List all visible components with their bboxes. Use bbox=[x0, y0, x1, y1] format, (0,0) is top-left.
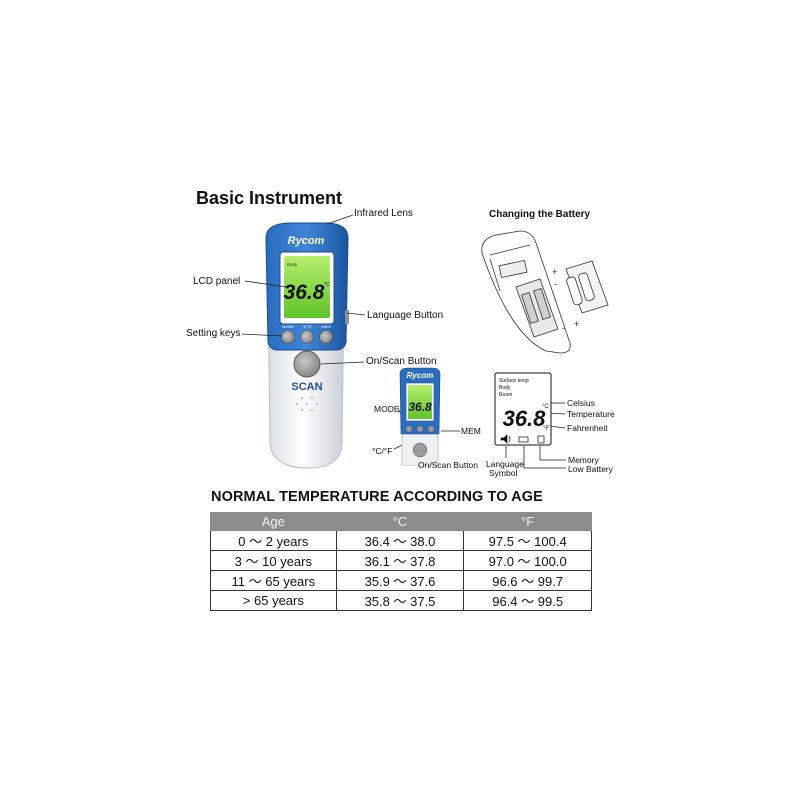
table-row: 3 ～ 10 years 36.1 ～ 37.8 97.0 ～ 100.0 bbox=[210, 550, 592, 571]
svg-text:Surface temp: Surface temp bbox=[499, 378, 529, 384]
setting-keys[interactable]: MODE °C °F MEM bbox=[281, 324, 333, 344]
table-cell: 0 ～ 2 years bbox=[210, 530, 337, 551]
table-cell: 97.5 ～ 100.4 bbox=[463, 530, 592, 551]
temperature-table: Age °C °F 0 ～ 2 years 36.4 ～ 38.0 97.5 ～… bbox=[210, 512, 592, 611]
svg-text:°C °F: °C °F bbox=[302, 324, 312, 329]
language-symbol-icon bbox=[500, 434, 511, 444]
table-cell: 96.6 ～ 99.7 bbox=[463, 570, 592, 591]
lcd-diagram-reading: 36.8 bbox=[503, 406, 547, 431]
svg-text:Body: Body bbox=[499, 385, 511, 391]
svg-text:-: - bbox=[562, 323, 565, 333]
svg-text:°F: °F bbox=[543, 426, 549, 432]
svg-text:+: + bbox=[552, 267, 557, 277]
low-battery-icon bbox=[518, 436, 529, 443]
on-scan-button-label-2: On/Scan Button bbox=[418, 460, 479, 470]
setting-keys-label: Setting keys bbox=[186, 328, 241, 339]
svg-text:+: + bbox=[574, 319, 579, 329]
header-celsius: °C bbox=[335, 512, 465, 531]
svg-text:Rycom: Rycom bbox=[407, 371, 434, 380]
table-title: NORMAL TEMPERATURE ACCORDING TO AGE bbox=[211, 489, 543, 505]
small-device-illustration: Rycom 36.8 bbox=[399, 367, 441, 466]
svg-text:Body: Body bbox=[287, 262, 298, 267]
thermometer-illustration: Rycom Body 36.8 °C MODE °C °F MEM SCAN bbox=[265, 222, 349, 469]
language-button-label: Language Button bbox=[367, 310, 444, 321]
lcd-panel-label: LCD panel bbox=[193, 276, 241, 287]
mem-label: MEM bbox=[461, 426, 481, 436]
scan-label: SCAN bbox=[291, 381, 322, 393]
brand-logo: Rycom bbox=[288, 235, 325, 247]
svg-text:-: - bbox=[554, 279, 557, 289]
table-header-row: Age °C °F bbox=[210, 512, 592, 531]
table-cell: 11 ～ 65 years bbox=[210, 570, 337, 591]
header-fahrenheit: °F bbox=[463, 512, 592, 531]
on-scan-button-label: On/Scan Button bbox=[366, 356, 437, 367]
table-cell: 36.1 ～ 37.8 bbox=[335, 550, 465, 571]
scan-button[interactable] bbox=[293, 350, 321, 378]
temperature-label: Temperature bbox=[567, 409, 615, 419]
lcd-diagram: Surface temp Body Room 36.8 °C °F bbox=[494, 372, 552, 446]
battery-section-title: Changing the Battery bbox=[489, 209, 591, 220]
c-f-label: °C/°F bbox=[372, 446, 393, 456]
infrared-lens-label: Infrared Lens bbox=[354, 208, 413, 219]
table-cell: 96.4 ～ 99.5 bbox=[463, 590, 592, 611]
table-row: 0 ～ 2 years 36.4 ～ 38.0 97.5 ～ 100.4 bbox=[210, 530, 592, 551]
svg-text:°C: °C bbox=[324, 282, 330, 288]
table-cell: 97.0 ～ 100.0 bbox=[463, 550, 592, 571]
symbol-label: Symbol bbox=[489, 468, 518, 478]
svg-text:Room: Room bbox=[499, 392, 512, 398]
table-cell: 3 ～ 10 years bbox=[210, 550, 337, 571]
celsius-label: Celsius bbox=[567, 398, 595, 408]
memory-icon bbox=[537, 435, 545, 444]
language-label: Language bbox=[486, 459, 524, 469]
fahrenheit-label: Fahrenheit bbox=[567, 423, 608, 433]
page-title: Basic Instrument bbox=[196, 188, 343, 208]
low-battery-label: Low Battery bbox=[568, 464, 613, 474]
battery-illustration: +- +- bbox=[481, 230, 609, 354]
table-cell: 35.8 ～ 37.5 bbox=[335, 590, 465, 611]
table-cell: 36.4 ～ 38.0 bbox=[335, 530, 465, 551]
mode-label: MODE bbox=[374, 404, 400, 414]
svg-text:MODE: MODE bbox=[282, 324, 294, 329]
svg-text:36.8: 36.8 bbox=[284, 281, 325, 304]
svg-text:36.8: 36.8 bbox=[408, 400, 432, 414]
svg-text:°C: °C bbox=[542, 404, 549, 410]
table-cell: 35.9 ～ 37.6 bbox=[335, 570, 465, 591]
header-age: Age bbox=[210, 512, 337, 531]
svg-text:MEM: MEM bbox=[321, 324, 330, 329]
table-cell: > 65 years bbox=[210, 590, 337, 611]
table-row: > 65 years 35.8 ～ 37.5 96.4 ～ 99.5 bbox=[210, 590, 592, 611]
table-row: 11 ～ 65 years 35.9 ～ 37.6 96.6 ～ 99.7 bbox=[210, 570, 592, 591]
memory-label: Memory bbox=[568, 455, 599, 465]
